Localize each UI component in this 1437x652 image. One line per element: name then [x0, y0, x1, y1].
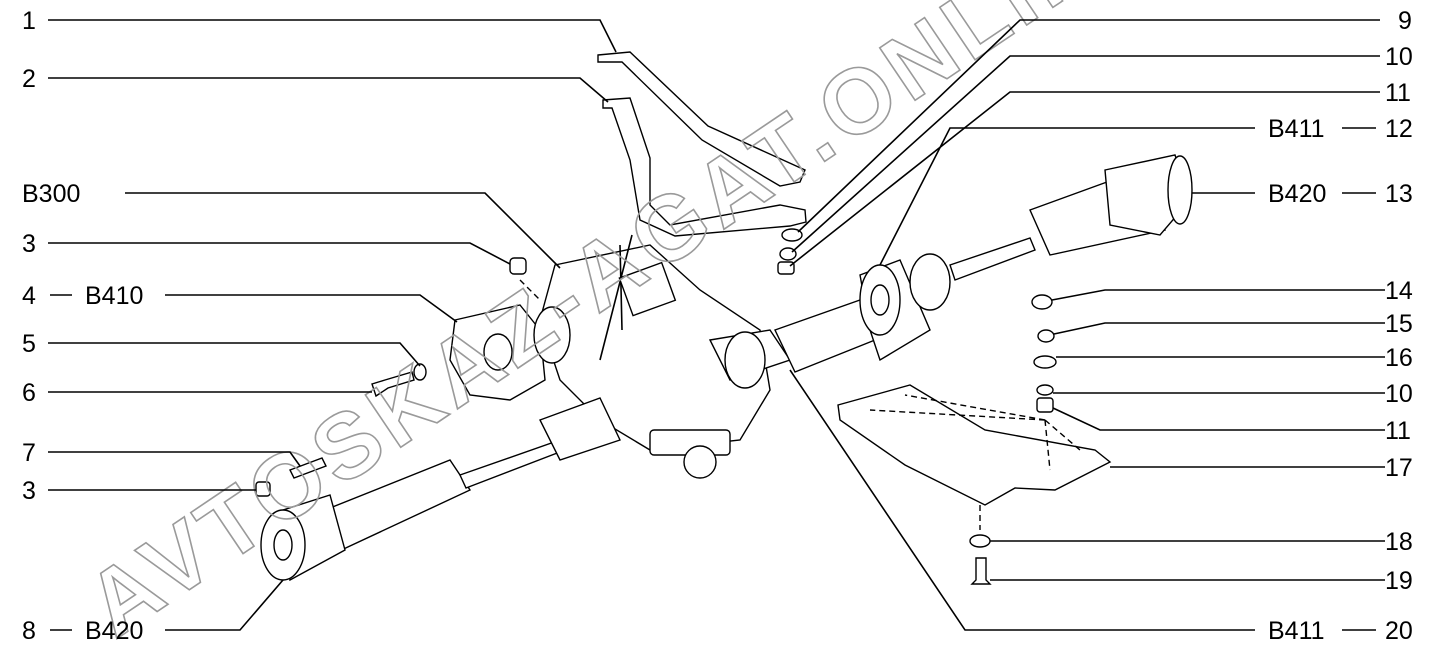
label-2: 2	[22, 65, 36, 93]
transfer-box-cover	[618, 261, 677, 317]
label-12: 12	[1385, 115, 1413, 143]
nut-3-top	[509, 257, 527, 275]
label-b411-bottom: B411	[1268, 617, 1325, 645]
label-5: 5	[22, 330, 36, 358]
label-20: 20	[1385, 617, 1413, 645]
nut-3-bottom	[255, 481, 271, 497]
label-13: 13	[1385, 180, 1413, 208]
label-b420-left: B420	[85, 617, 143, 645]
washer-9	[781, 228, 803, 242]
label-16: 16	[1385, 344, 1413, 372]
intermediate-shaft-b411	[708, 253, 951, 389]
label-1: 1	[22, 7, 36, 35]
label-b410: B410	[85, 282, 143, 310]
parts-drawing	[255, 51, 1193, 585]
label-19: 19	[1385, 567, 1413, 595]
leader-lines	[48, 19, 1385, 631]
bushing-15	[1037, 329, 1055, 343]
propeller-shaft-front	[260, 397, 621, 582]
crossmember-17	[837, 384, 1112, 506]
flange-b410-bore	[483, 333, 513, 371]
label-15: 15	[1385, 310, 1413, 338]
left-labels: 1 2 B300 3 4 B410 5 6 7 3 8 B420	[22, 7, 143, 645]
label-14: 14	[1385, 277, 1413, 305]
bolt-7	[289, 457, 327, 479]
propeller-shaft-rear	[949, 154, 1193, 281]
label-18: 18	[1385, 528, 1413, 556]
assembly-arrows-crossmember	[869, 394, 1081, 471]
label-3-bottom: 3	[22, 477, 36, 505]
label-7: 7	[22, 439, 36, 467]
nut-11b	[1036, 397, 1054, 413]
assembly-arrow	[519, 279, 541, 301]
bracket-2	[602, 97, 807, 237]
bushing-14	[1031, 294, 1053, 310]
label-9: 9	[1398, 7, 1412, 35]
label-3: 3	[22, 230, 36, 258]
label-11: 11	[1385, 79, 1411, 107]
label-b411-top: B411	[1268, 115, 1325, 143]
washer-18	[969, 534, 991, 548]
label-17: 17	[1385, 454, 1413, 482]
bracket-1	[597, 51, 806, 187]
transfer-box-mount-pad	[683, 445, 717, 479]
label-b420-right: B420	[1268, 180, 1326, 208]
label-8: 8	[22, 617, 36, 645]
label-11-lower: 11	[1385, 417, 1411, 445]
label-b300: B300	[22, 180, 80, 208]
shift-levers	[599, 234, 633, 361]
label-10: 10	[1385, 43, 1413, 71]
label-10-lower: 10	[1385, 380, 1413, 408]
flange-b410-ring	[533, 306, 571, 364]
spring-washer-10b	[1036, 384, 1054, 396]
bolt-6	[371, 371, 415, 398]
nut-5	[413, 363, 427, 381]
washer-16	[1033, 355, 1057, 369]
right-labels: 9 10 11 B411 12 B420 13 14 15 16 10 11 1…	[1268, 7, 1413, 645]
label-6: 6	[22, 379, 36, 407]
bolt-19	[970, 557, 992, 585]
label-4: 4	[22, 282, 36, 310]
